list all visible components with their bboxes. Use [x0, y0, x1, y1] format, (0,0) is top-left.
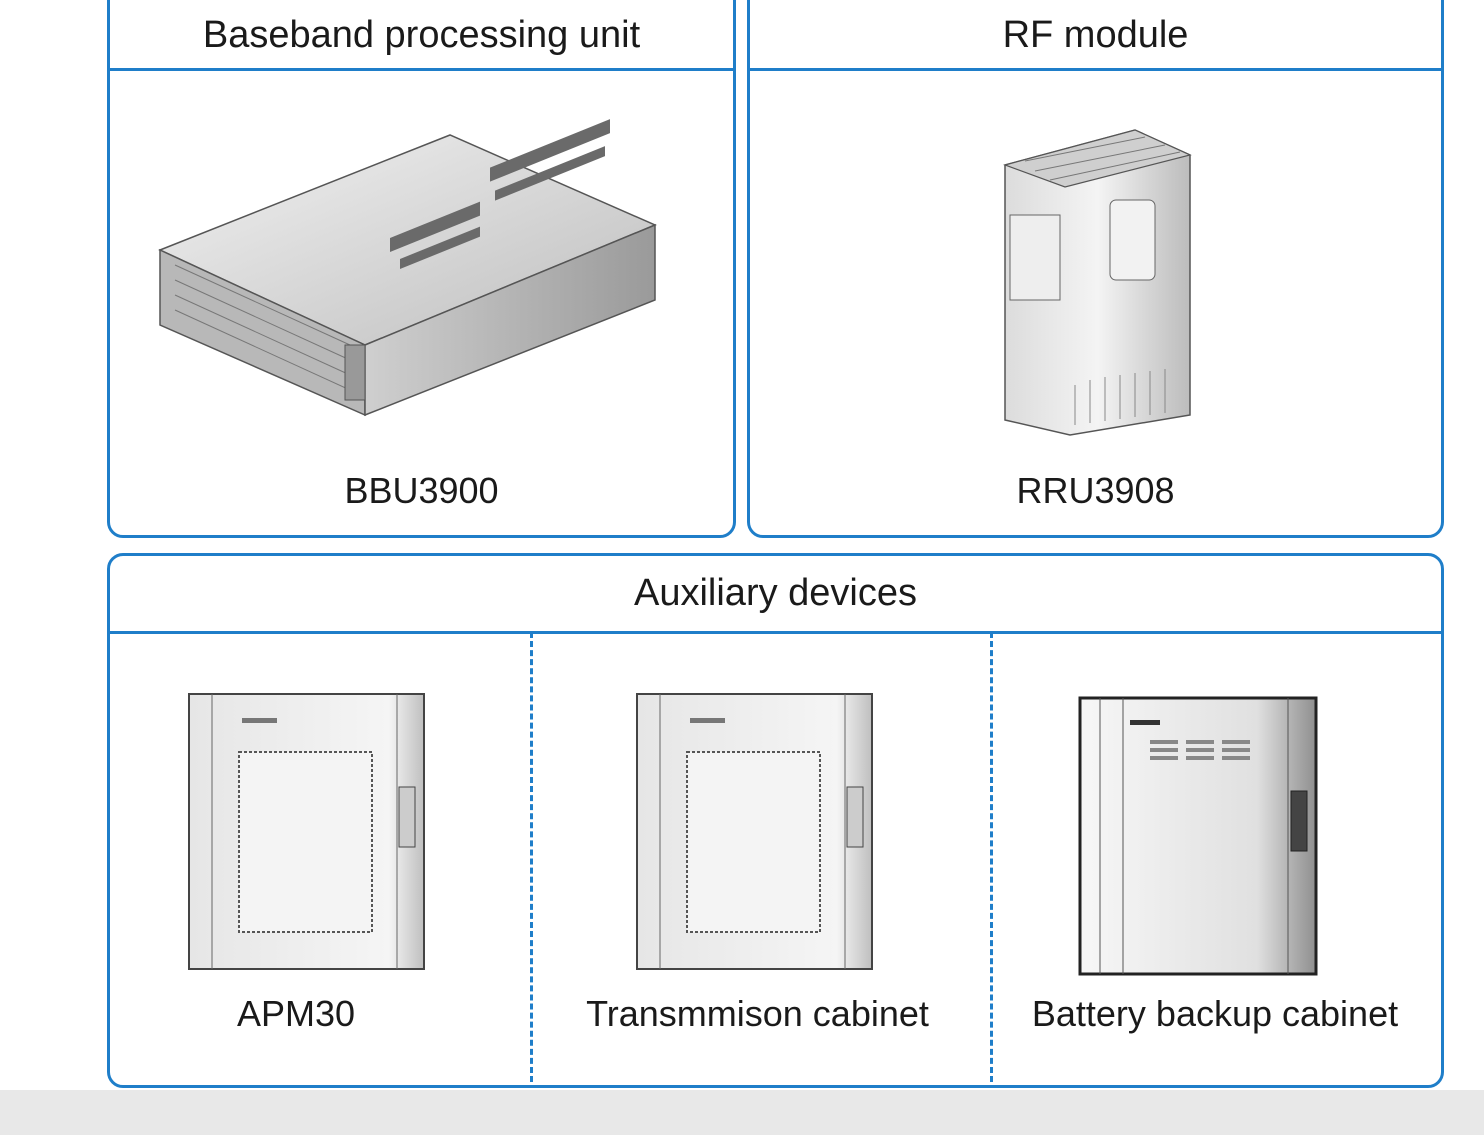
aux-divider-2 [990, 632, 993, 1082]
apm30-device-image [188, 693, 425, 970]
baseband-panel-title: Baseband processing unit [110, 3, 733, 71]
baseband-title-text: Baseband processing unit [202, 14, 641, 56]
bbu-caption: BBU3900 [344, 470, 499, 511]
auxiliary-panel-title: Auxiliary devices [110, 556, 1441, 634]
aux-divider-1 [530, 632, 533, 1082]
rru-caption: RRU3908 [1016, 470, 1175, 511]
bottom-band [0, 1090, 1484, 1135]
rf-panel-title: RF module [750, 3, 1441, 71]
aux-device-caption-3: Battery backup cabinet [1031, 993, 1399, 1034]
battery-cabinet-image [1078, 696, 1318, 976]
auxiliary-title-text: Auxiliary devices [634, 572, 917, 614]
transmission-cabinet-image [636, 693, 873, 970]
aux-device-caption-1: APM30 [236, 993, 356, 1034]
rf-title-text: RF module [1002, 14, 1189, 56]
bbu-device-image [158, 119, 657, 417]
rru-device-image [1003, 129, 1192, 436]
aux-device-caption-2: Transmmison cabinet [586, 993, 929, 1034]
